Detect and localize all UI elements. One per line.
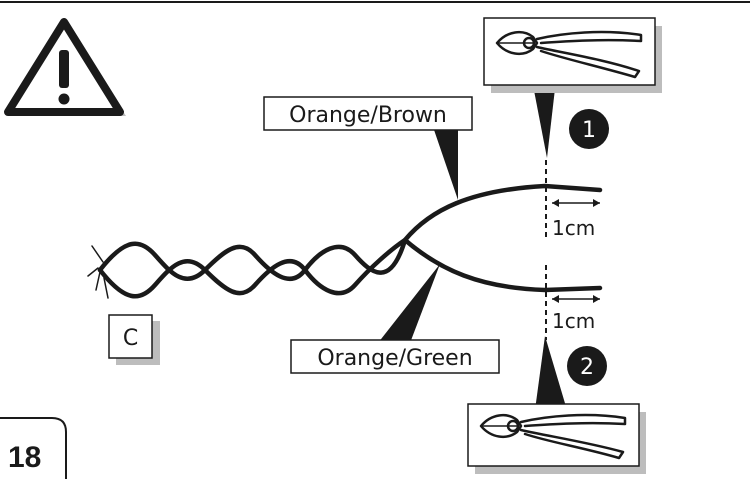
wire-cutter-icon [479, 413, 627, 460]
wire-label-orange-green: Orange/Green [290, 264, 500, 374]
cut-length-top: 1cm [552, 216, 595, 240]
wire-label-orange-brown-text: Orange/Brown [289, 103, 447, 128]
step-2-number: 2 [580, 355, 594, 380]
wire-cutter-panel-top [483, 17, 662, 158]
wire-cutter-panel-bottom [467, 336, 646, 474]
connector-label-text: C [123, 326, 138, 351]
step-1-number: 1 [582, 118, 596, 143]
page-number-tab: 18 [0, 417, 67, 479]
twisted-wire-pair [87, 183, 603, 299]
page-number: 18 [8, 441, 41, 474]
step-1-marker: 1 [569, 109, 609, 149]
connector-label: C [108, 314, 160, 365]
cut-line-top: 1cm [545, 160, 600, 240]
cut-line-bottom: 1cm [545, 265, 600, 340]
warning-icon [4, 18, 126, 116]
cut-length-bottom: 1cm [552, 309, 595, 333]
wire-label-orange-brown: Orange/Brown [263, 96, 473, 200]
step-2-marker: 2 [567, 346, 607, 386]
wire-cutter-icon [495, 30, 643, 79]
wire-label-orange-green-text: Orange/Green [317, 346, 472, 371]
